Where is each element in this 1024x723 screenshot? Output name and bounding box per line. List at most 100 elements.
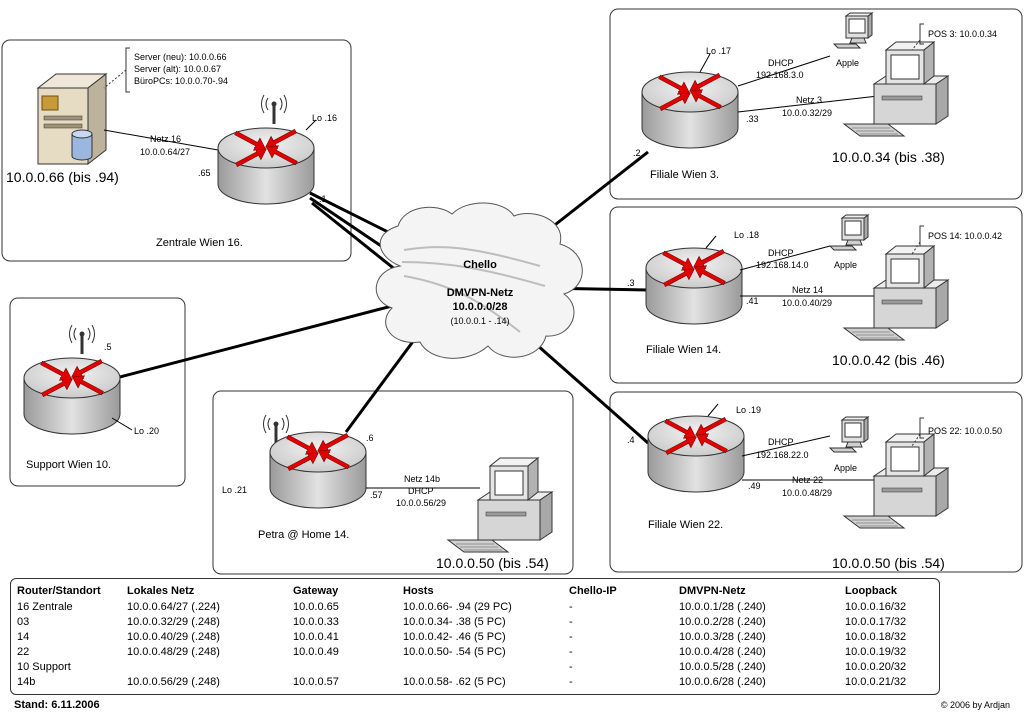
table-cell: 10.0.0.64/27 (.224) (127, 600, 220, 613)
table-header: Hosts (403, 585, 434, 597)
zentrale-netz-name: Netz 16 (150, 134, 181, 144)
filiale-14-pc-ip: 10.0.0.42 (bis .46) (832, 352, 945, 368)
chello-cloud (375, 202, 583, 359)
filiale-14-dhcp-net: 192.168.14.0 (756, 260, 809, 270)
filiale-22-pc-ip: 10.0.0.50 (bis .54) (832, 555, 945, 571)
petra-lo: Lo .21 (222, 485, 247, 495)
filiale-22-lo: Lo .19 (736, 405, 761, 415)
petra-wan-port: .6 (366, 433, 374, 443)
table-cell: - (569, 630, 573, 643)
table-header: DMVPN-Netz (679, 585, 746, 597)
table-row: 03 10.0.0.32/29 (.248) 10.0.0.33 10.0.0.… (15, 614, 933, 629)
table-row: 14b 10.0.0.56/29 (.248) 10.0.0.57 10.0.0… (15, 674, 933, 689)
table-row: 22 10.0.0.48/29 (.248) 10.0.0.49 10.0.0.… (15, 644, 933, 659)
cloud-network: DMVPN-Netz (447, 287, 514, 299)
filiale-3-apple-icon (833, 12, 873, 49)
table-cell: - (569, 660, 573, 673)
support-name: Support Wien 10. (26, 459, 111, 471)
filiale-14-pos: POS 14: 10.0.0.42 (928, 231, 1002, 241)
petra-name: Petra @ Home 14. (258, 529, 349, 541)
table-header: Gateway (293, 585, 339, 597)
table-cell: 10.0.0.33 (293, 615, 339, 628)
filiale-22-port: .49 (748, 481, 761, 491)
filiale-3-netz-name: Netz 3 (796, 95, 822, 105)
filiale-14-netz-name: Netz 14 (792, 285, 823, 295)
table-header: Loopback (845, 585, 897, 597)
table-cell: 10.0.0.3/28 (.240) (679, 630, 766, 643)
filiale-3-apple: Apple (836, 58, 859, 68)
filiale-14-dhcp: DHCP (768, 248, 794, 258)
filiale-14-port: .41 (746, 296, 759, 306)
support-box (9, 297, 186, 487)
table-header: Router/Standort (17, 585, 101, 597)
table-cell: 10.0.0.17/32 (845, 615, 907, 628)
server-note-line: BüroPCs: 10.0.0.70-.94 (134, 76, 228, 86)
table-cell: 10.0.0.34- .38 (5 PC) (403, 615, 506, 628)
petra-port: .57 (370, 490, 383, 500)
petra-pc-ip: 10.0.0.50 (bis .54) (436, 555, 549, 571)
server-note-line: Server (alt): 10.0.0.67 (134, 64, 221, 74)
table-cell: - (569, 645, 573, 658)
filiale-3-netz-addr: 10.0.0.32/29 (782, 108, 832, 118)
routing-table: Router/Standort Lokales Netz Gateway Hos… (15, 583, 933, 689)
table-cell: - (569, 600, 573, 613)
filiale-3-pc-ip: 10.0.0.34 (bis .38) (832, 149, 945, 165)
petra-pc-icon (447, 457, 553, 553)
cloud-subnet: 10.0.0.0/28 (452, 301, 507, 313)
table-cell: 10.0.0.58- .62 (5 PC) (403, 675, 506, 688)
table-cell: 10.0.0.57 (293, 675, 339, 688)
zentrale-port: .65 (198, 168, 211, 178)
filiale-3-dhcp: DHCP (768, 58, 794, 68)
table-cell: 10.0.0.21/32 (845, 675, 907, 688)
filiale-14-apple-icon (829, 214, 869, 251)
filiale-22-pos: POS 22: 10.0.0.50 (928, 426, 1002, 436)
table-cell: 14b (17, 675, 36, 688)
zentrale-router (217, 93, 315, 205)
filiale-14-wan-port: .3 (627, 278, 635, 288)
table-header: Lokales Netz (127, 585, 195, 597)
filiale-22-pc-icon (843, 433, 949, 529)
table-cell (125, 659, 291, 674)
table-cell: 16 Zentrale (17, 600, 73, 613)
table-cell: 10.0.0.20/32 (845, 660, 907, 673)
table-cell: 10.0.0.6/28 (.240) (679, 675, 766, 688)
filiale-22-name: Filiale Wien 22. (648, 519, 723, 531)
table-header-row: Router/Standort Lokales Netz Gateway Hos… (15, 583, 933, 599)
petra-router (262, 413, 367, 509)
filiale-14-name: Filiale Wien 14. (646, 344, 721, 356)
filiale-3-port: .33 (746, 114, 759, 124)
filiale-3-lo: Lo .17 (706, 46, 731, 56)
filiale-22-dhcp: DHCP (768, 437, 794, 447)
filiale-22-netz-addr: 10.0.0.48/29 (782, 488, 832, 498)
filiale-22-box (609, 391, 1023, 573)
copyright-note: © 2006 by Ardjan (940, 700, 1010, 710)
table-cell: - (569, 615, 573, 628)
filiale-3-pc-icon (843, 41, 949, 137)
filiale-3-pos: POS 3: 10.0.0.34 (928, 29, 997, 39)
table-cell: 10.0.0.41 (293, 630, 339, 643)
server-icon (36, 72, 108, 166)
filiale-14-pc-icon (843, 245, 949, 341)
petra-dhcp: DHCP (408, 486, 434, 496)
table-cell: 10.0.0.19/32 (845, 645, 907, 658)
filiale-3-name: Filiale Wien 3. (650, 169, 719, 181)
support-lo: Lo .20 (134, 426, 159, 436)
table-cell: 10.0.0.32/29 (.248) (127, 615, 220, 628)
table-cell: 10.0.0.1/28 (.240) (679, 600, 766, 613)
cloud-range: (10.0.0.1 - .14) (450, 316, 509, 326)
table-cell: 10.0.0.56/29 (.248) (127, 675, 220, 688)
filiale-14-box (609, 206, 1023, 384)
petra-box (212, 390, 574, 575)
support-wan-port: .5 (104, 342, 112, 352)
cloud-title: Chello (463, 259, 497, 271)
stand-date: Stand: 6.11.2006 (14, 699, 100, 711)
table-cell: 03 (17, 615, 30, 628)
table-row: 16 Zentrale 10.0.0.64/27 (.224) 10.0.0.6… (15, 599, 933, 614)
table-row: 10 Support - 10.0.0.5/28 (.240) 10.0.0.2… (15, 659, 933, 674)
table-cell: 10.0.0.50- .54 (5 PC) (403, 645, 506, 658)
filiale-3-router (641, 68, 739, 149)
table-header: Chello-IP (569, 585, 617, 597)
routing-table-box: Router/Standort Lokales Netz Gateway Hos… (10, 578, 940, 695)
table-cell: 10.0.0.2/28 (.240) (679, 615, 766, 628)
filiale-22-apple: Apple (834, 463, 857, 473)
